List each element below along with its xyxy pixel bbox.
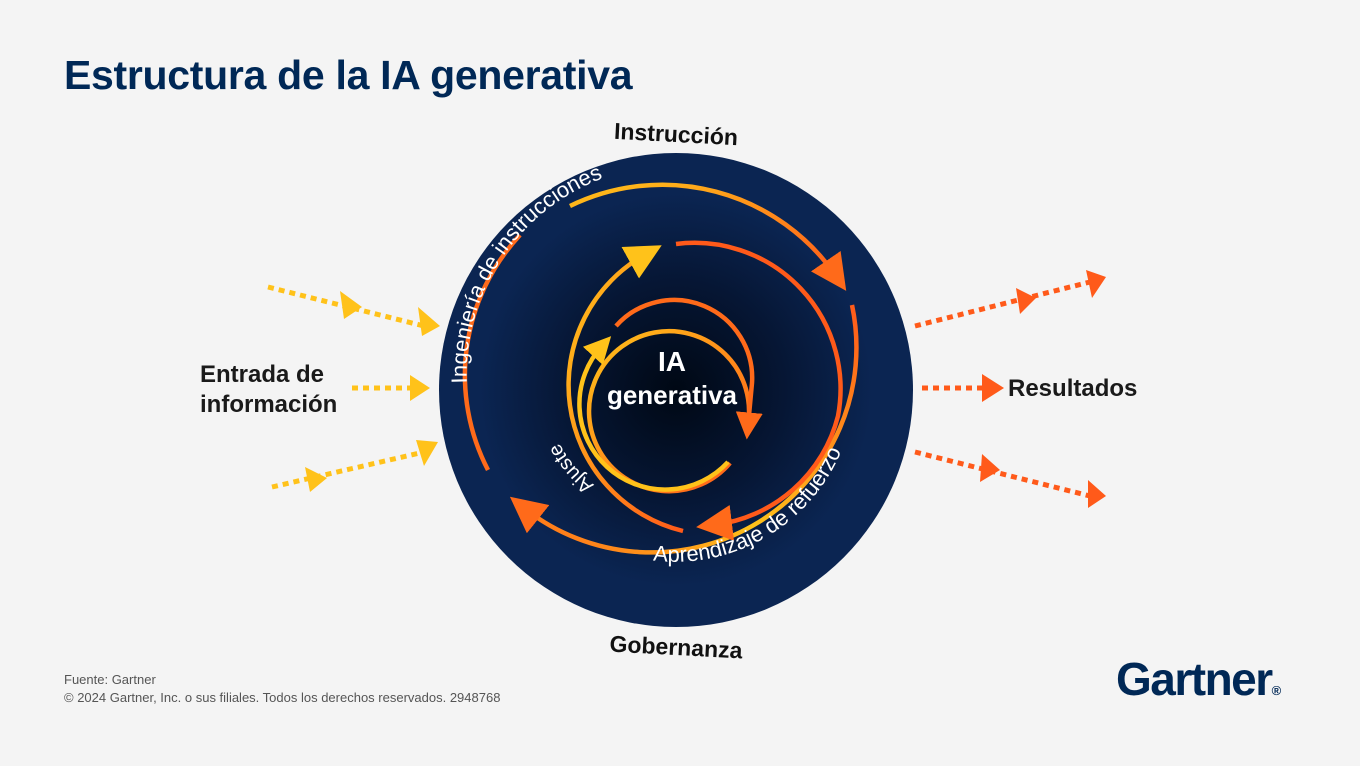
copyright-note: © 2024 Gartner, Inc. o sus filiales. Tod… [64,690,501,705]
output-arrowhead [980,454,1000,482]
registered-mark: ® [1271,683,1282,698]
input-arrowhead [305,467,327,492]
outer-ring-arc-right [569,182,847,291]
input-arrowhead [416,440,438,466]
input-label: Entrada de información [200,360,337,420]
input-arrowhead [418,307,440,336]
page-title: Estructura de la IA generativa [64,52,633,98]
outer-ring-arc-left [462,233,522,472]
inner-core [480,194,872,586]
output-arrowhead [1086,270,1106,298]
output-arrowhead [982,374,1004,402]
outer-ring-arc-bottom [509,304,859,555]
middle-ring-arc-top [675,240,843,541]
bottom-label: Gobernanza [609,631,743,664]
output-arrowhead [1016,288,1036,314]
output-arrow-bottom [914,449,1091,499]
input-arrowhead [340,291,362,319]
gartner-logo: Gartner® [1116,652,1281,706]
inner-ring-arc-top [614,297,763,440]
middle-ring-arc-left [566,245,684,534]
source-note: Fuente: Gartner [64,672,156,687]
top-label: Instrucción [613,118,738,150]
input-arrow-bottom [271,449,425,490]
output-arrowheads [980,270,1106,508]
output-arrow-top [914,279,1091,329]
input-arrowheads [305,291,440,492]
center-label-line1: IA [658,346,686,377]
input-arrowhead [410,375,430,401]
input-label-line2: información [200,391,338,418]
center-label-line2: generativa [607,380,738,410]
output-arrows [914,279,1091,499]
logo-text: Gartner [1116,653,1273,705]
output-label: Resultados [1008,375,1138,402]
output-arrowhead [1088,480,1106,508]
input-label-line1: Entrada de [200,361,325,388]
inner-ring-arc-bottom-left [577,336,730,492]
